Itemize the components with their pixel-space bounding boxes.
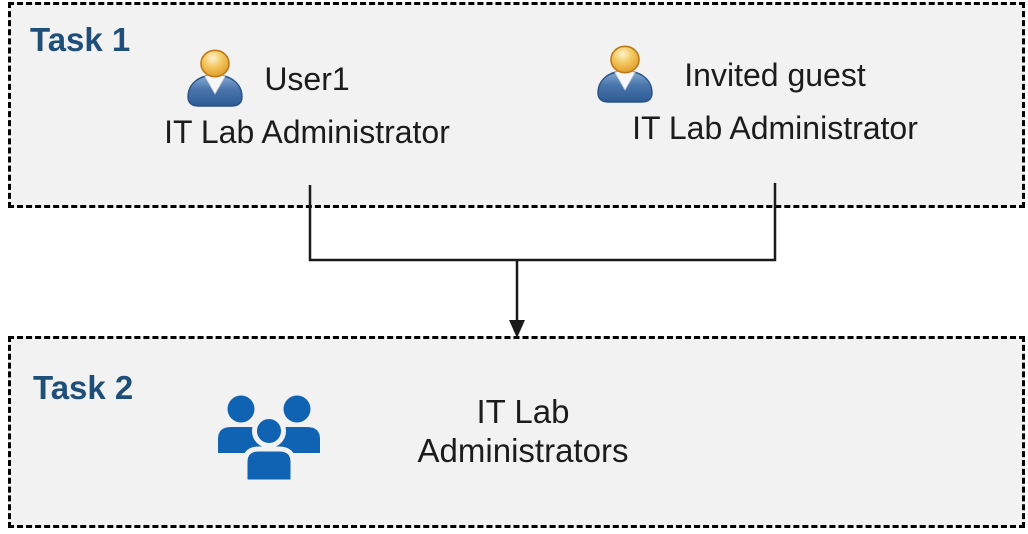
task2-label: Task 2	[33, 369, 134, 406]
person-user1: User1 IT Lab Administrator	[117, 48, 497, 151]
task2-box: Task 2	[8, 336, 1025, 528]
group-icon	[213, 390, 325, 485]
person-role: IT Lab Administrator	[632, 110, 918, 146]
group-name-line1: IT Lab	[476, 393, 570, 430]
person-name: User1	[264, 61, 350, 97]
user-icon	[185, 48, 245, 108]
task1-box: Task 1	[8, 2, 1025, 208]
person-invited-guest: Invited guest IT Lab Administrator	[585, 44, 965, 147]
user-icon	[595, 44, 655, 104]
task1-label: Task 1	[30, 21, 131, 58]
person-role: IT Lab Administrator	[164, 114, 450, 150]
group-name-line2: Administrators	[417, 432, 629, 469]
group-name: IT Lab Administrators	[373, 392, 673, 470]
person-name: Invited guest	[684, 57, 866, 93]
